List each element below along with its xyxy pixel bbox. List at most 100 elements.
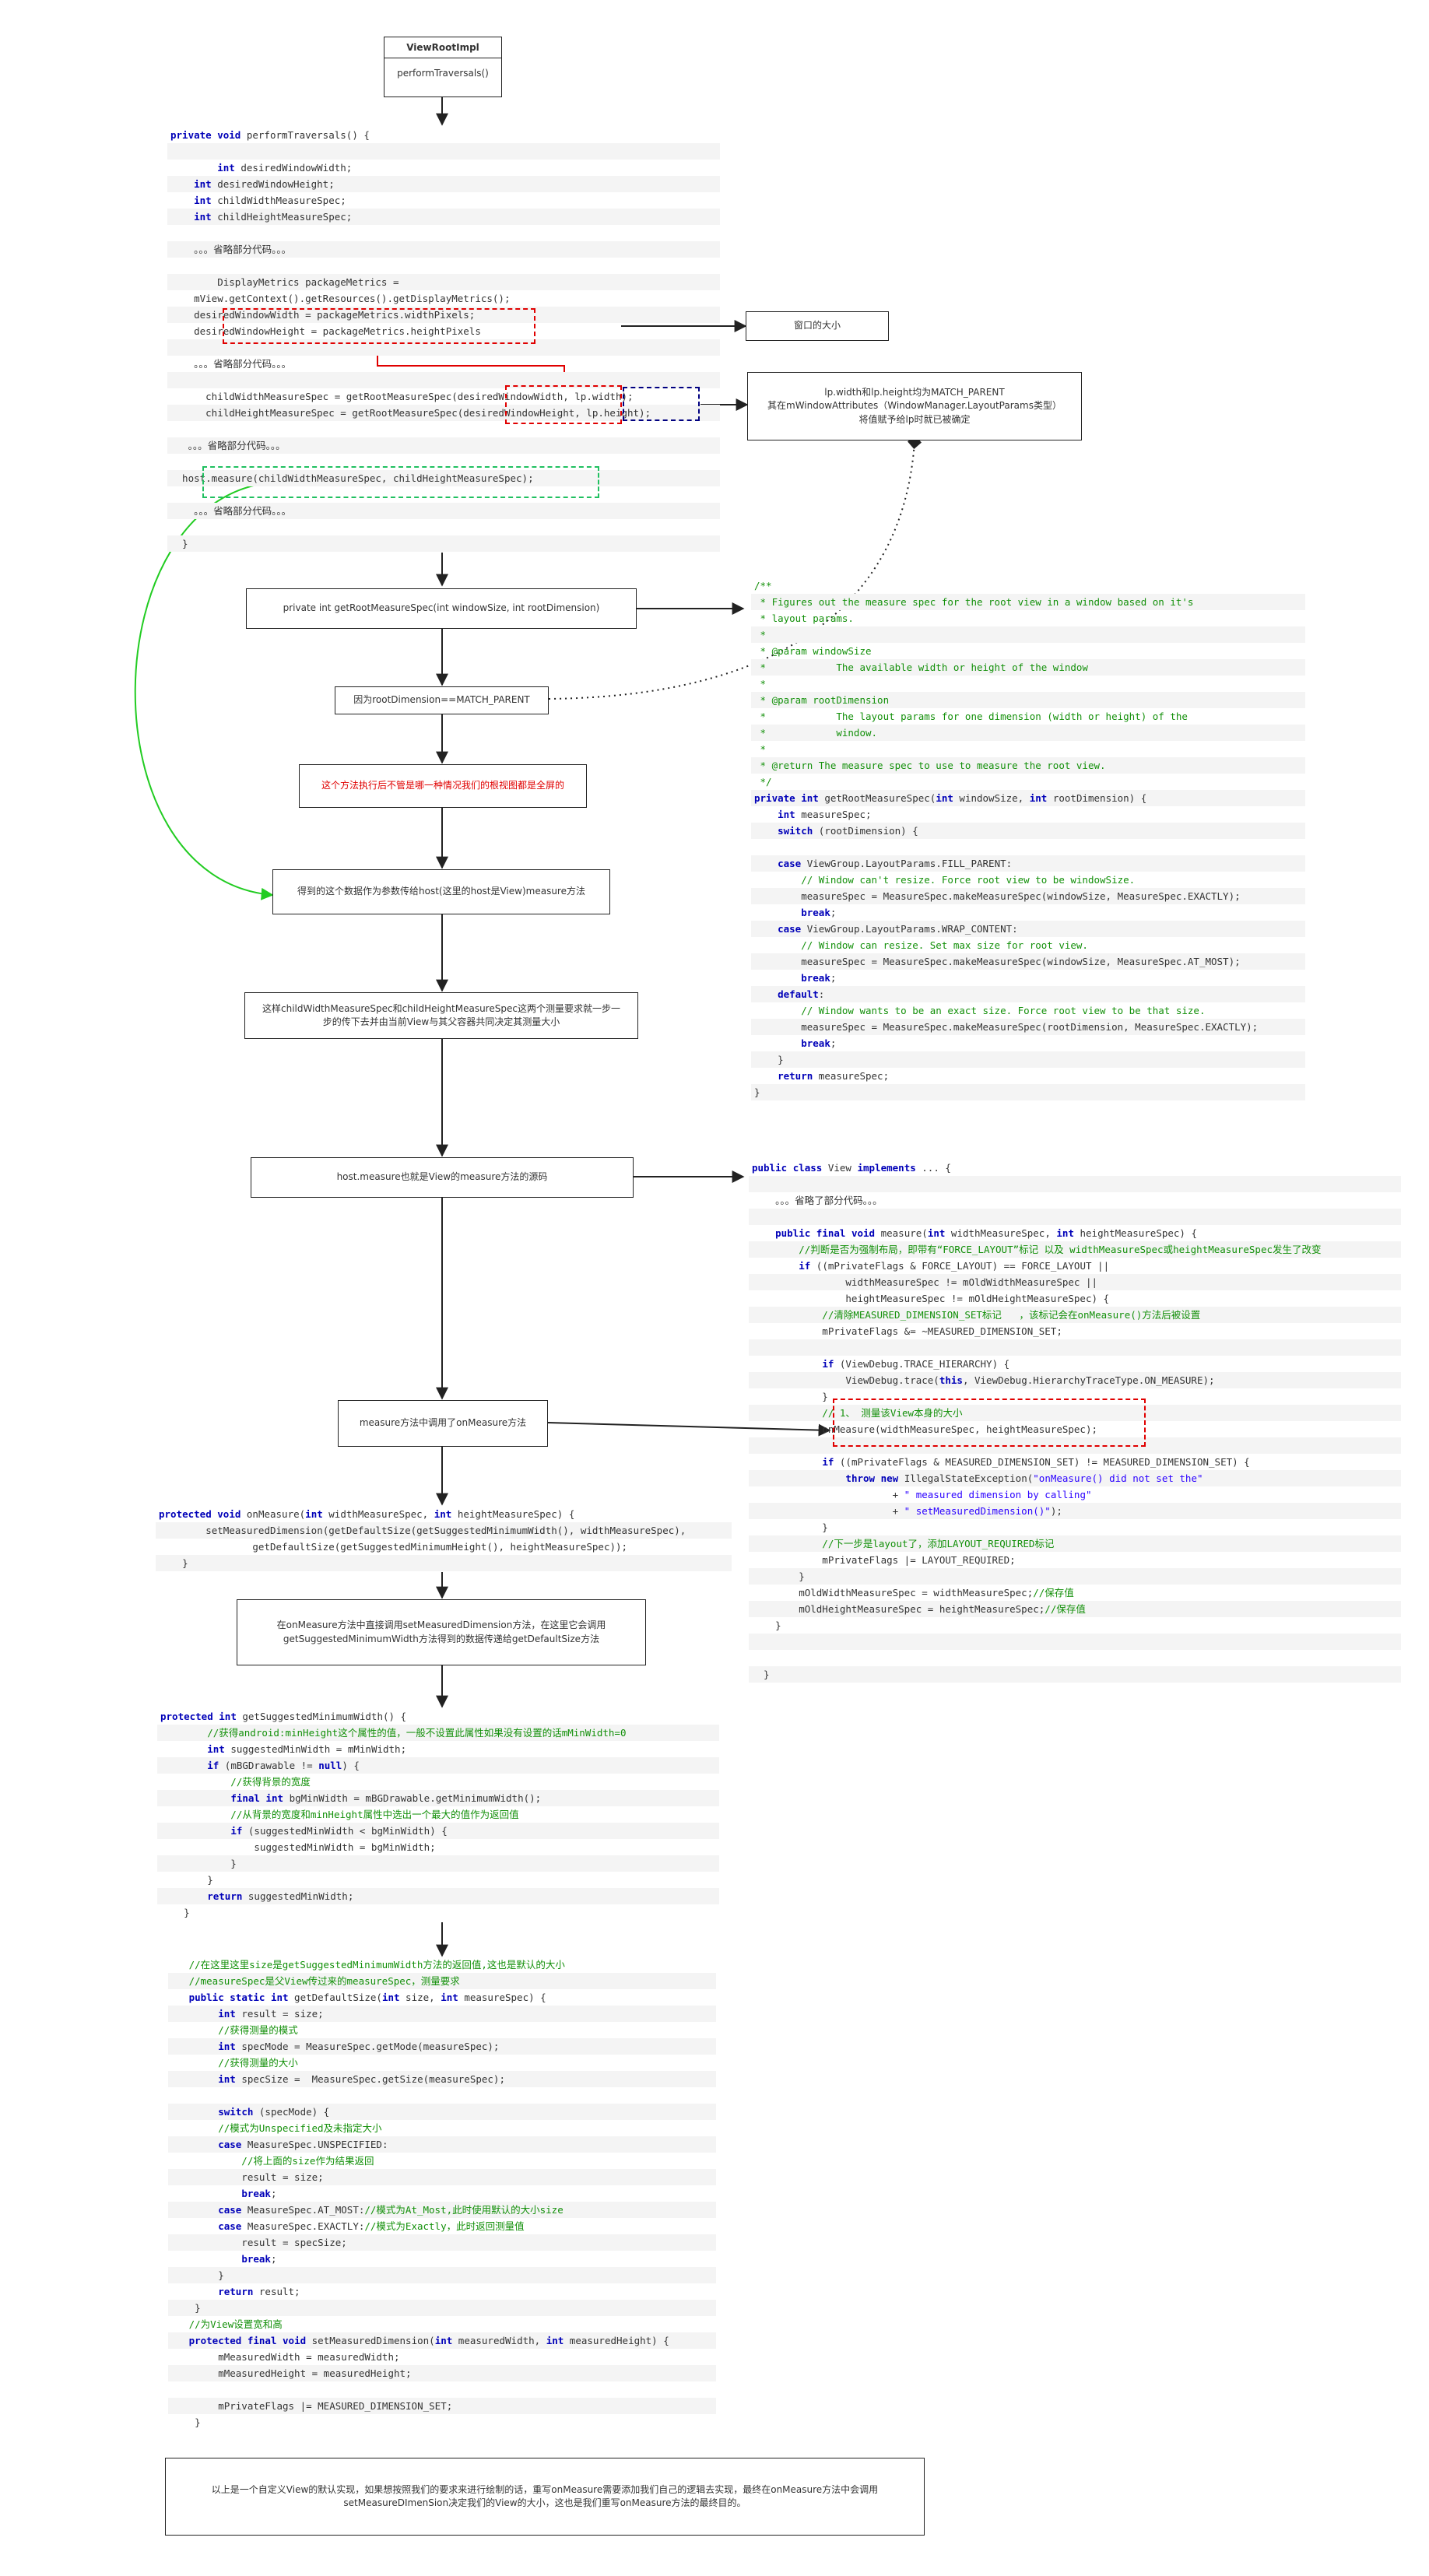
code-line bbox=[167, 372, 720, 388]
viewrootimpl-class-box: ViewRootImpl performTraversals() bbox=[384, 37, 502, 97]
code-line: } bbox=[160, 1907, 190, 1918]
lp-note-box: lp.width和lp.height均为MATCH_PARENT 其在mWind… bbox=[747, 372, 1082, 440]
code-line bbox=[167, 519, 720, 535]
highlight-desired-args bbox=[505, 385, 622, 424]
code-line: } bbox=[171, 2416, 201, 2428]
code-line: //为View设置宽和高 bbox=[171, 2318, 283, 2330]
code-line: } bbox=[168, 2267, 716, 2283]
code-line: } bbox=[752, 1521, 828, 1533]
code-line: //在这里这里size是getSuggestedMinimumWidth方法的返… bbox=[171, 1959, 565, 1971]
code-line: result = specSize; bbox=[168, 2234, 716, 2251]
code-line: * bbox=[751, 626, 1305, 643]
code-line bbox=[167, 225, 720, 241]
code-line: case ViewGroup.LayoutParams.FILL_PARENT: bbox=[751, 855, 1305, 872]
code-line: 。。。省略了部分代码。。。 bbox=[752, 1195, 883, 1206]
code-line: } bbox=[160, 1874, 213, 1886]
code-line: int desiredWindowWidth; bbox=[217, 162, 353, 174]
code-line: //measureSpec是父View传过来的measureSpec，测量要求 bbox=[168, 1973, 716, 1989]
code-line: break; bbox=[801, 907, 837, 918]
code-line: 。。。省略部分代码。。。 bbox=[167, 241, 720, 258]
highlight-host-measure bbox=[202, 466, 599, 498]
code-line: //下一步是layout了，添加LAYOUT_REQUIRED标记 bbox=[749, 1535, 1401, 1552]
code-line: * The available width or height of the w… bbox=[751, 659, 1305, 676]
code-line: break; bbox=[801, 972, 837, 984]
code-line: default: bbox=[751, 986, 1305, 1002]
code-line: + " setMeasuredDimension()"); bbox=[749, 1503, 1401, 1519]
code-line: + " measured dimension by calling" bbox=[752, 1489, 1092, 1500]
lp-note-line-2: 其在mWindowAttributes（WindowManager.Layout… bbox=[767, 400, 1062, 412]
code-line: measureSpec = MeasureSpec.makeMeasureSpe… bbox=[751, 888, 1305, 904]
code-line bbox=[749, 1176, 1401, 1192]
code-line: } bbox=[751, 1084, 1305, 1100]
code-line: protected void onMeasure(int widthMeasur… bbox=[159, 1508, 575, 1520]
code-line: int desiredWindowHeight; bbox=[167, 176, 720, 192]
code-line: case MeasureSpec.EXACTLY://模式为Exactly，此时… bbox=[218, 2220, 525, 2232]
class-name: ViewRootImpl bbox=[384, 37, 501, 58]
set-dim-line-2: getSuggestedMinimumWidth方法得到的数据传递给getDef… bbox=[283, 1633, 600, 1644]
code-line: 。。。省略部分代码。。。 bbox=[167, 503, 720, 519]
code-line: } bbox=[168, 2300, 716, 2316]
code-default-size: //在这里这里size是getSuggestedMinimumWidth方法的返… bbox=[168, 1957, 716, 2430]
code-line: switch (specMode) { bbox=[168, 2104, 716, 2120]
code-line: switch (rootDimension) { bbox=[751, 823, 1305, 839]
code-line: //获得测量的模式 bbox=[171, 2024, 298, 2036]
code-line: int measureSpec; bbox=[778, 809, 872, 820]
code-line: mMeasuredHeight = measuredHeight; bbox=[168, 2365, 716, 2381]
code-line: mPrivateFlags |= LAYOUT_REQUIRED; bbox=[752, 1554, 1016, 1566]
code-line: break; bbox=[801, 1037, 837, 1049]
summary-line-2: setMeasureDImenSion决定我们的View的大小，这也是我们重写o… bbox=[343, 2497, 746, 2508]
code-line: host.measure(childWidthMeasureSpec, chil… bbox=[167, 470, 720, 486]
code-line: } bbox=[749, 1666, 1401, 1683]
spec-pass-line-2: 步的传下去并由当前View与其父容器共同决定其测量大小 bbox=[322, 1016, 560, 1027]
code-line: } bbox=[751, 1051, 1305, 1068]
lp-note-line-3: 将值赋予给lp时就已被确定 bbox=[858, 413, 971, 425]
on-measure-call-box: measure方法中调用了onMeasure方法 bbox=[338, 1400, 548, 1447]
highlight-lp-args bbox=[623, 387, 700, 421]
code-line: // Window wants to be an exact size. For… bbox=[754, 1005, 1206, 1016]
set-dim-line-1: 在onMeasure方法中直接调用setMeasuredDimension方法，… bbox=[276, 1620, 606, 1631]
window-size-box: 窗口的大小 bbox=[746, 311, 889, 341]
code-line: //获得android:minHeight这个属性的值，一般不设置此属性如果没有… bbox=[157, 1725, 719, 1741]
code-line: int result = size; bbox=[168, 2006, 716, 2022]
code-line: suggestedMinWidth = bgMinWidth; bbox=[160, 1841, 436, 1853]
spec-pass-box: 这样childWidthMeasureSpec和childHeightMeasu… bbox=[244, 992, 638, 1039]
code-line: throw new IllegalStateException("onMeasu… bbox=[749, 1470, 1401, 1486]
code-line: childHeightMeasureSpec = getRootMeasureS… bbox=[167, 405, 720, 421]
code-line: mPrivateFlags &= ~MEASURED_DIMENSION_SET… bbox=[752, 1325, 1062, 1337]
code-line: int childHeightMeasureSpec; bbox=[167, 209, 720, 225]
code-suggested-min-width: protected int getSuggestedMinimumWidth()… bbox=[157, 1708, 719, 1921]
code-line: //清除MEASURED_DIMENSION_SET标记 ，该标记会在onMea… bbox=[749, 1307, 1401, 1323]
code-line: * @param windowSize bbox=[754, 645, 872, 657]
code-line bbox=[167, 143, 720, 160]
code-line: final int bgMinWidth = mBGDrawable.getMi… bbox=[157, 1790, 719, 1806]
code-line: * The layout params for one dimension (w… bbox=[754, 711, 1188, 722]
code-line: int suggestedMinWidth = mMinWidth; bbox=[207, 1743, 407, 1755]
code-line: childWidthMeasureSpec = getRootMeasureSp… bbox=[170, 391, 634, 402]
code-line: if (suggestedMinWidth < bgMinWidth) { bbox=[157, 1823, 719, 1839]
code-line: ViewDebug.trace(this, ViewDebug.Hierarch… bbox=[749, 1372, 1401, 1388]
code-line: protected final void setMeasuredDimensio… bbox=[168, 2332, 716, 2349]
code-line: private void performTraversals() { bbox=[170, 129, 370, 141]
code-line: mView.getContext().getResources().getDis… bbox=[170, 293, 511, 304]
code-line: measureSpec = MeasureSpec.makeMeasureSpe… bbox=[751, 953, 1305, 970]
code-line: } bbox=[752, 1620, 781, 1631]
get-root-measure-spec-box: private int getRootMeasureSpec(int windo… bbox=[246, 588, 637, 629]
class-method: performTraversals() bbox=[397, 68, 489, 79]
code-line: break; bbox=[241, 2188, 277, 2199]
code-on-measure: protected void onMeasure(int widthMeasur… bbox=[156, 1506, 732, 1571]
code-line: //获得测量的大小 bbox=[171, 2057, 298, 2069]
code-line bbox=[749, 1634, 1401, 1650]
code-line: DisplayMetrics packageMetrics = bbox=[167, 274, 720, 290]
code-line: } bbox=[752, 1391, 828, 1402]
code-line: int childWidthMeasureSpec; bbox=[194, 195, 346, 206]
summary-box: 以上是一个自定义View的默认实现，如果想按照我们的要求来进行绘制的话，重写on… bbox=[165, 2458, 925, 2536]
code-line: if ((mPrivateFlags & FORCE_LAYOUT) == FO… bbox=[799, 1260, 1110, 1272]
code-line: } bbox=[749, 1568, 1401, 1585]
code-line: widthMeasureSpec != mOldWidthMeasureSpec… bbox=[749, 1274, 1401, 1290]
code-line bbox=[167, 421, 720, 437]
code-line: break; bbox=[241, 2253, 277, 2265]
code-view-measure: public class View implements ... { 。。。省略… bbox=[749, 1160, 1401, 1683]
code-line: * window. bbox=[751, 725, 1305, 741]
code-line: mPrivateFlags |= MEASURED_DIMENSION_SET; bbox=[168, 2398, 716, 2414]
code-line: // 1、 测量该View本身的大小 bbox=[749, 1405, 1401, 1421]
